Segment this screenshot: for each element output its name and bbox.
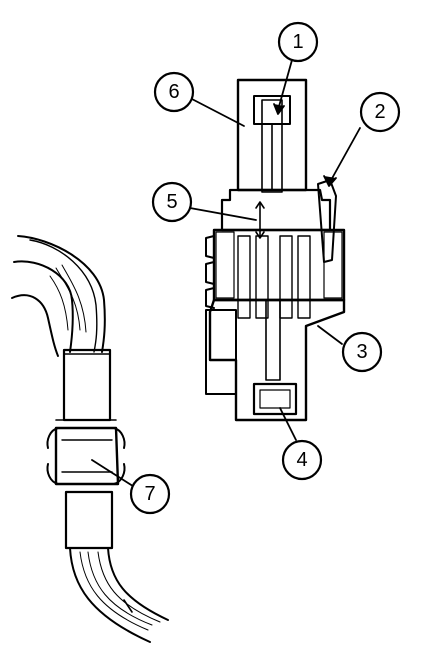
leader-lines xyxy=(91,59,361,489)
connector-assembly xyxy=(205,78,346,422)
callout-1: 1 xyxy=(277,21,319,63)
callout-2: 2 xyxy=(359,91,401,133)
callout-5: 5 xyxy=(151,181,193,223)
callout-label-7: 7 xyxy=(144,483,155,505)
callout-3: 3 xyxy=(341,331,383,373)
callout-label-2: 2 xyxy=(374,101,385,123)
callout-4: 4 xyxy=(281,439,323,481)
callout-6: 6 xyxy=(153,71,195,113)
wire-harness xyxy=(11,235,169,643)
callout-label-1: 1 xyxy=(292,31,303,53)
callout-label-4: 4 xyxy=(296,449,307,471)
callout-7: 7 xyxy=(129,473,171,515)
callout-label-3: 3 xyxy=(356,341,367,363)
callout-label-6: 6 xyxy=(168,81,179,103)
callout-label-5: 5 xyxy=(166,191,177,213)
